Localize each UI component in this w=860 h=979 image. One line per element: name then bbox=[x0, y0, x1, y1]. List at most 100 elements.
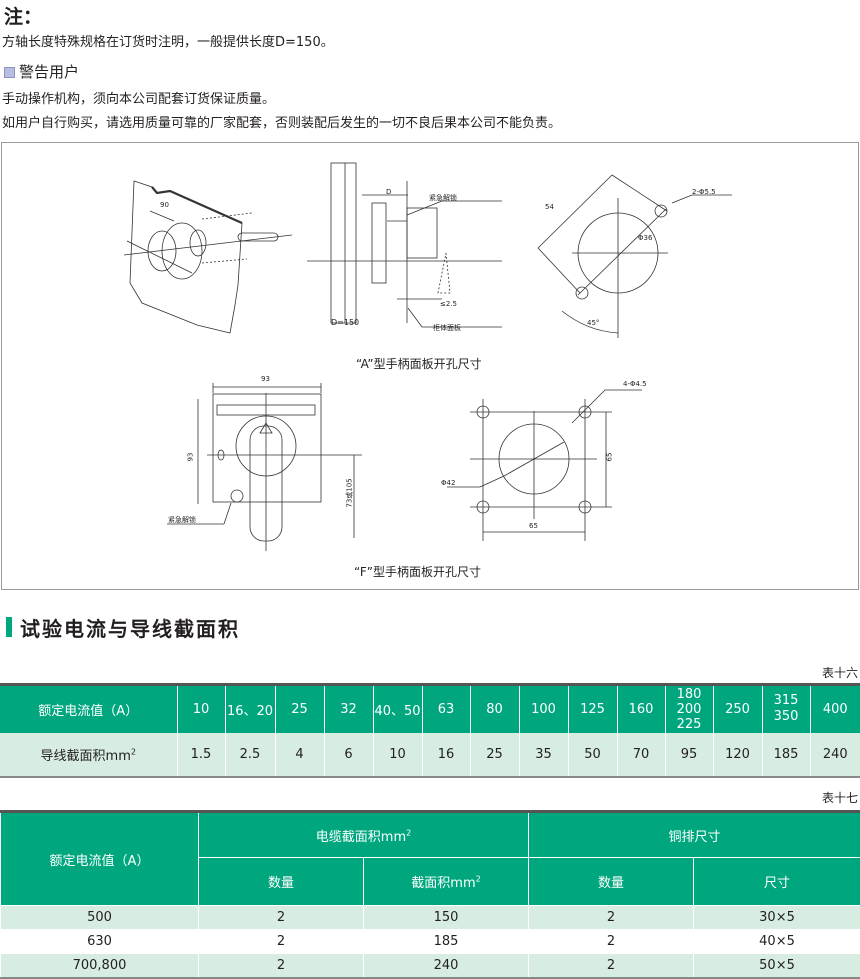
cell: 16、20 bbox=[225, 684, 276, 733]
column-header: 数量 bbox=[198, 857, 364, 906]
dim-label: 2-Φ5.5 bbox=[692, 188, 716, 196]
table-header-row: 额定电流值（A） 电缆截面积mm2 铜排尺寸 bbox=[0, 811, 860, 906]
dim-label: 65 bbox=[529, 522, 538, 530]
warning-line-1: 手动操作机构，须向本公司配套订货保证质量。 bbox=[2, 92, 276, 107]
cell: 185 bbox=[362, 929, 530, 954]
cell: 30×5 bbox=[693, 905, 860, 930]
dim-label: 65 bbox=[605, 452, 614, 462]
cell: 125 bbox=[568, 684, 618, 733]
warning-title: 警告用户 bbox=[19, 63, 80, 81]
cell: 160 bbox=[617, 684, 666, 733]
cell: 40、50 bbox=[373, 684, 423, 733]
table17-label: 表十七 bbox=[821, 791, 858, 805]
cell: 25 bbox=[470, 732, 520, 777]
cell: 50 bbox=[568, 732, 618, 777]
dim-label: Φ42 bbox=[441, 479, 456, 487]
column-header: 额定电流值（A） bbox=[0, 811, 199, 906]
superscript: 2 bbox=[130, 747, 136, 757]
diagram-panel: 90 D 紧急解锁 ≤2.5 D=150 柜体面板 54 2-Φ5.5 Φ36 … bbox=[1, 142, 859, 590]
dim-label: 73或105 bbox=[345, 478, 354, 508]
cell: 2 bbox=[198, 905, 364, 930]
table16: 额定电流值（A） 10 16、20 25 32 40、50 63 80 100 … bbox=[0, 683, 860, 778]
cell: 95 bbox=[665, 732, 714, 777]
cell: 2 bbox=[198, 953, 364, 978]
dimension-drawings bbox=[123, 162, 732, 551]
dim-label: 4-Φ4.5 bbox=[623, 380, 647, 388]
superscript: 2 bbox=[475, 874, 481, 884]
table-row: 额定电流值（A） 10 16、20 25 32 40、50 63 80 100 … bbox=[0, 684, 860, 733]
cell: 240 bbox=[810, 732, 860, 777]
header-text: 电缆截面积mm bbox=[315, 829, 407, 845]
section-title: 试验电流与导线截面积 bbox=[20, 617, 240, 641]
cell: 4 bbox=[275, 732, 325, 777]
warning-line-2: 如用户自行购买，请选用质量可靠的厂家配套，否则装配后发生的一切不良后果本公司不能… bbox=[2, 116, 562, 131]
cell: 70 bbox=[617, 732, 666, 777]
cell: 50×5 bbox=[693, 953, 860, 978]
dim-label: 90 bbox=[160, 201, 169, 209]
cell: 630 bbox=[0, 929, 199, 954]
cell: 32 bbox=[324, 684, 374, 733]
cell: 1.5 bbox=[177, 732, 226, 777]
bullet-square-icon bbox=[4, 67, 15, 78]
cell: 2 bbox=[528, 905, 695, 930]
table-row: 导线截面积mm2 1.5 2.5 4 6 10 16 25 35 50 70 9… bbox=[0, 732, 860, 777]
a-handle-side-drawing bbox=[307, 162, 502, 328]
cell: 500 bbox=[0, 905, 199, 930]
dim-label: 柜体面板 bbox=[433, 324, 461, 332]
row-header: 额定电流值（A） bbox=[0, 684, 178, 733]
superscript: 2 bbox=[406, 828, 412, 838]
f-cutout-drawing bbox=[447, 389, 642, 541]
dim-label: D=150 bbox=[331, 318, 360, 327]
dim-label: 93 bbox=[186, 452, 195, 462]
cell: 35 bbox=[519, 732, 569, 777]
cell: 120 bbox=[713, 732, 763, 777]
cell: 185 bbox=[762, 732, 811, 777]
cell: 180 200 225 bbox=[665, 684, 714, 733]
cell: 2 bbox=[528, 953, 695, 978]
dim-label: 54 bbox=[545, 203, 554, 211]
cell: 700,800 bbox=[0, 953, 199, 978]
dim-label: 紧急解锁 bbox=[168, 516, 196, 524]
row-header: 导线截面积mm2 bbox=[0, 732, 178, 777]
cell: 10 bbox=[177, 684, 226, 733]
f-handle-front-drawing bbox=[167, 383, 362, 551]
a-caption: “A”型手柄面板开孔尺寸 bbox=[356, 357, 482, 371]
cell: 2.5 bbox=[225, 732, 276, 777]
column-group-header: 铜排尺寸 bbox=[528, 811, 860, 858]
column-header: 尺寸 bbox=[693, 857, 860, 906]
a-cutout-drawing bbox=[537, 174, 732, 338]
dim-label: 45° bbox=[587, 319, 600, 327]
cell: 40×5 bbox=[693, 929, 860, 954]
notes-title: 注： bbox=[4, 6, 43, 28]
cell: 2 bbox=[528, 929, 695, 954]
dim-label: ≤2.5 bbox=[440, 300, 457, 308]
notes-line: 方轴长度特殊规格在订货时注明，一般提供长度D=150。 bbox=[2, 35, 334, 50]
dim-label: 紧急解锁 bbox=[429, 194, 457, 202]
table16-label: 表十六 bbox=[821, 666, 858, 680]
cell: 240 bbox=[362, 953, 530, 978]
table-header-row: 数量 截面积mm2 数量 尺寸 bbox=[1, 857, 860, 906]
header-text: 截面积mm bbox=[411, 876, 476, 891]
dim-label: Φ36 bbox=[638, 234, 653, 242]
table17: 额定电流值（A） 电缆截面积mm2 铜排尺寸 数量 截面积mm2 数量 尺寸 5… bbox=[0, 810, 860, 979]
cell: 63 bbox=[422, 684, 471, 733]
column-header: 截面积mm2 bbox=[362, 857, 530, 906]
cell: 100 bbox=[519, 684, 569, 733]
column-group-header: 电缆截面积mm2 bbox=[197, 811, 530, 858]
cell: 315 350 bbox=[762, 684, 811, 733]
cell: 10 bbox=[373, 732, 423, 777]
a-handle-perspective-drawing bbox=[123, 180, 293, 334]
cell: 400 bbox=[810, 684, 860, 733]
cell: 250 bbox=[713, 684, 763, 733]
column-header: 数量 bbox=[528, 857, 695, 906]
section-marker bbox=[6, 617, 12, 637]
cell: 25 bbox=[275, 684, 325, 733]
dim-label: D bbox=[386, 188, 392, 196]
f-caption: “F”型手柄面板开孔尺寸 bbox=[354, 565, 481, 579]
cell: 2 bbox=[198, 929, 364, 954]
dim-label: 93 bbox=[261, 375, 270, 383]
cell: 80 bbox=[470, 684, 520, 733]
